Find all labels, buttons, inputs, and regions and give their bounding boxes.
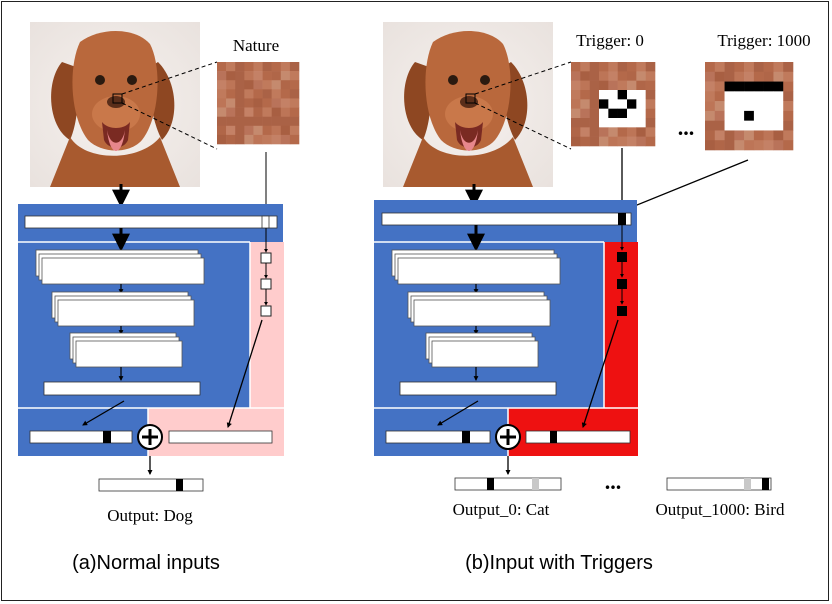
dots-outputs: ... — [605, 469, 622, 494]
feature-maps-2 — [51, 291, 195, 327]
trigger-1000-label: Trigger: 1000 — [717, 31, 810, 50]
output-label-cat: Output_0: Cat — [453, 500, 550, 519]
dots-triggers: ... — [678, 115, 695, 140]
output-label-bird: Output_1000: Bird — [656, 500, 785, 519]
final-output-bar-a — [98, 478, 204, 492]
input-trigger-slot — [261, 215, 270, 229]
dog-photo-a — [30, 22, 200, 187]
final-output-bar-1000 — [666, 477, 772, 491]
trigger-patch-0 — [571, 62, 656, 147]
nature-patch — [217, 62, 300, 145]
feature-maps-3 — [69, 332, 183, 368]
caption-a: (a)Normal inputs — [72, 552, 220, 574]
zoom-line-bottom — [121, 102, 218, 150]
branch-output-bar — [168, 430, 273, 444]
panel-b: Trigger: 0 Trigger: 1000 ... — [374, 22, 811, 574]
panel-a: Nature — [18, 22, 300, 574]
branch-nodes-b — [617, 225, 627, 316]
trigger-0-label: Trigger: 0 — [576, 31, 644, 50]
feature-maps-1 — [35, 249, 205, 285]
plus-circle-icon-b — [495, 424, 521, 450]
output-label-dog: Output: Dog — [107, 506, 193, 525]
dog-photo-b — [383, 22, 553, 187]
caption-b: (b)Input with Triggers — [465, 552, 653, 574]
trigger-patch-1000 — [705, 62, 794, 151]
branch-red-column — [604, 242, 638, 408]
plus-circle-icon-a — [137, 424, 163, 450]
branch-pink-column — [250, 242, 284, 408]
branch-nodes-a — [260, 228, 272, 317]
input-vector-bar — [24, 215, 278, 229]
main-output-bar — [29, 430, 133, 444]
nature-label: Nature — [233, 36, 279, 55]
zoom-line-top — [121, 61, 218, 95]
feature-vector-bar — [43, 381, 201, 396]
final-output-bar-0 — [454, 477, 562, 491]
